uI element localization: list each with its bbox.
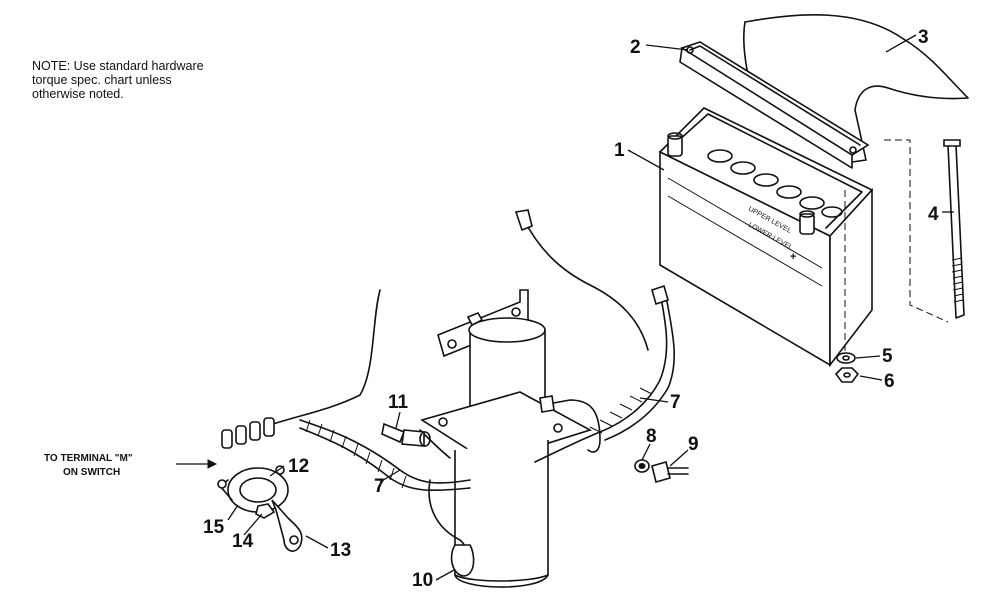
- nut-part-6: [834, 367, 860, 383]
- callout-10: 10: [412, 570, 433, 591]
- hold-down-bolt-part-4: [943, 139, 965, 319]
- callout-5: 5: [882, 346, 893, 367]
- battery-terminals: [667, 132, 815, 235]
- callout-11: 11: [388, 392, 409, 413]
- note-line-1: NOTE: Use standard hardware: [32, 59, 204, 73]
- callout-7-left: 7: [374, 476, 385, 497]
- battery-part-1: UPPER LEVEL LOWER LEVEL +: [658, 107, 874, 368]
- svg-text:+: +: [790, 251, 796, 263]
- cell-caps: [707, 149, 843, 218]
- note-line-3: otherwise noted.: [32, 87, 124, 101]
- callout-4: 4: [928, 204, 939, 225]
- washer-part-5: [836, 352, 856, 364]
- harness-connectors: [221, 417, 275, 449]
- note-text: NOTE: Use standard hardware torque spec.…: [32, 59, 292, 101]
- terminal-m-arrow: TO TERMINAL "M" ON SWITCH: [44, 453, 218, 478]
- starter-solenoid-housing: [420, 289, 593, 588]
- callout-numbers: 1 2 3 4 5 6 7 7 8 9 10 11 12 13 14 15: [203, 27, 939, 591]
- callout-1: 1: [614, 140, 625, 161]
- sensor-part-11: [381, 422, 431, 447]
- leader-lines: [227, 34, 954, 581]
- callout-6: 6: [884, 371, 895, 392]
- callout-2: 2: [630, 37, 641, 58]
- terminal-m-line-2: ON SWITCH: [63, 467, 120, 478]
- callout-14: 14: [232, 531, 254, 552]
- phantom-lines: [844, 139, 949, 355]
- callout-9: 9: [688, 434, 699, 455]
- washer-part-8: [634, 459, 650, 473]
- bolt-part-9: [651, 461, 689, 483]
- note-line-2: torque spec. chart unless: [32, 73, 172, 87]
- callout-8: 8: [646, 426, 657, 447]
- callout-3: 3: [918, 27, 929, 48]
- ignition-switch-assembly: [217, 465, 303, 552]
- callout-15: 15: [203, 517, 225, 538]
- callout-13: 13: [330, 540, 351, 561]
- terminal-m-line-1: TO TERMINAL "M": [44, 453, 133, 464]
- callout-7-right: 7: [670, 392, 681, 413]
- callout-12: 12: [288, 456, 309, 477]
